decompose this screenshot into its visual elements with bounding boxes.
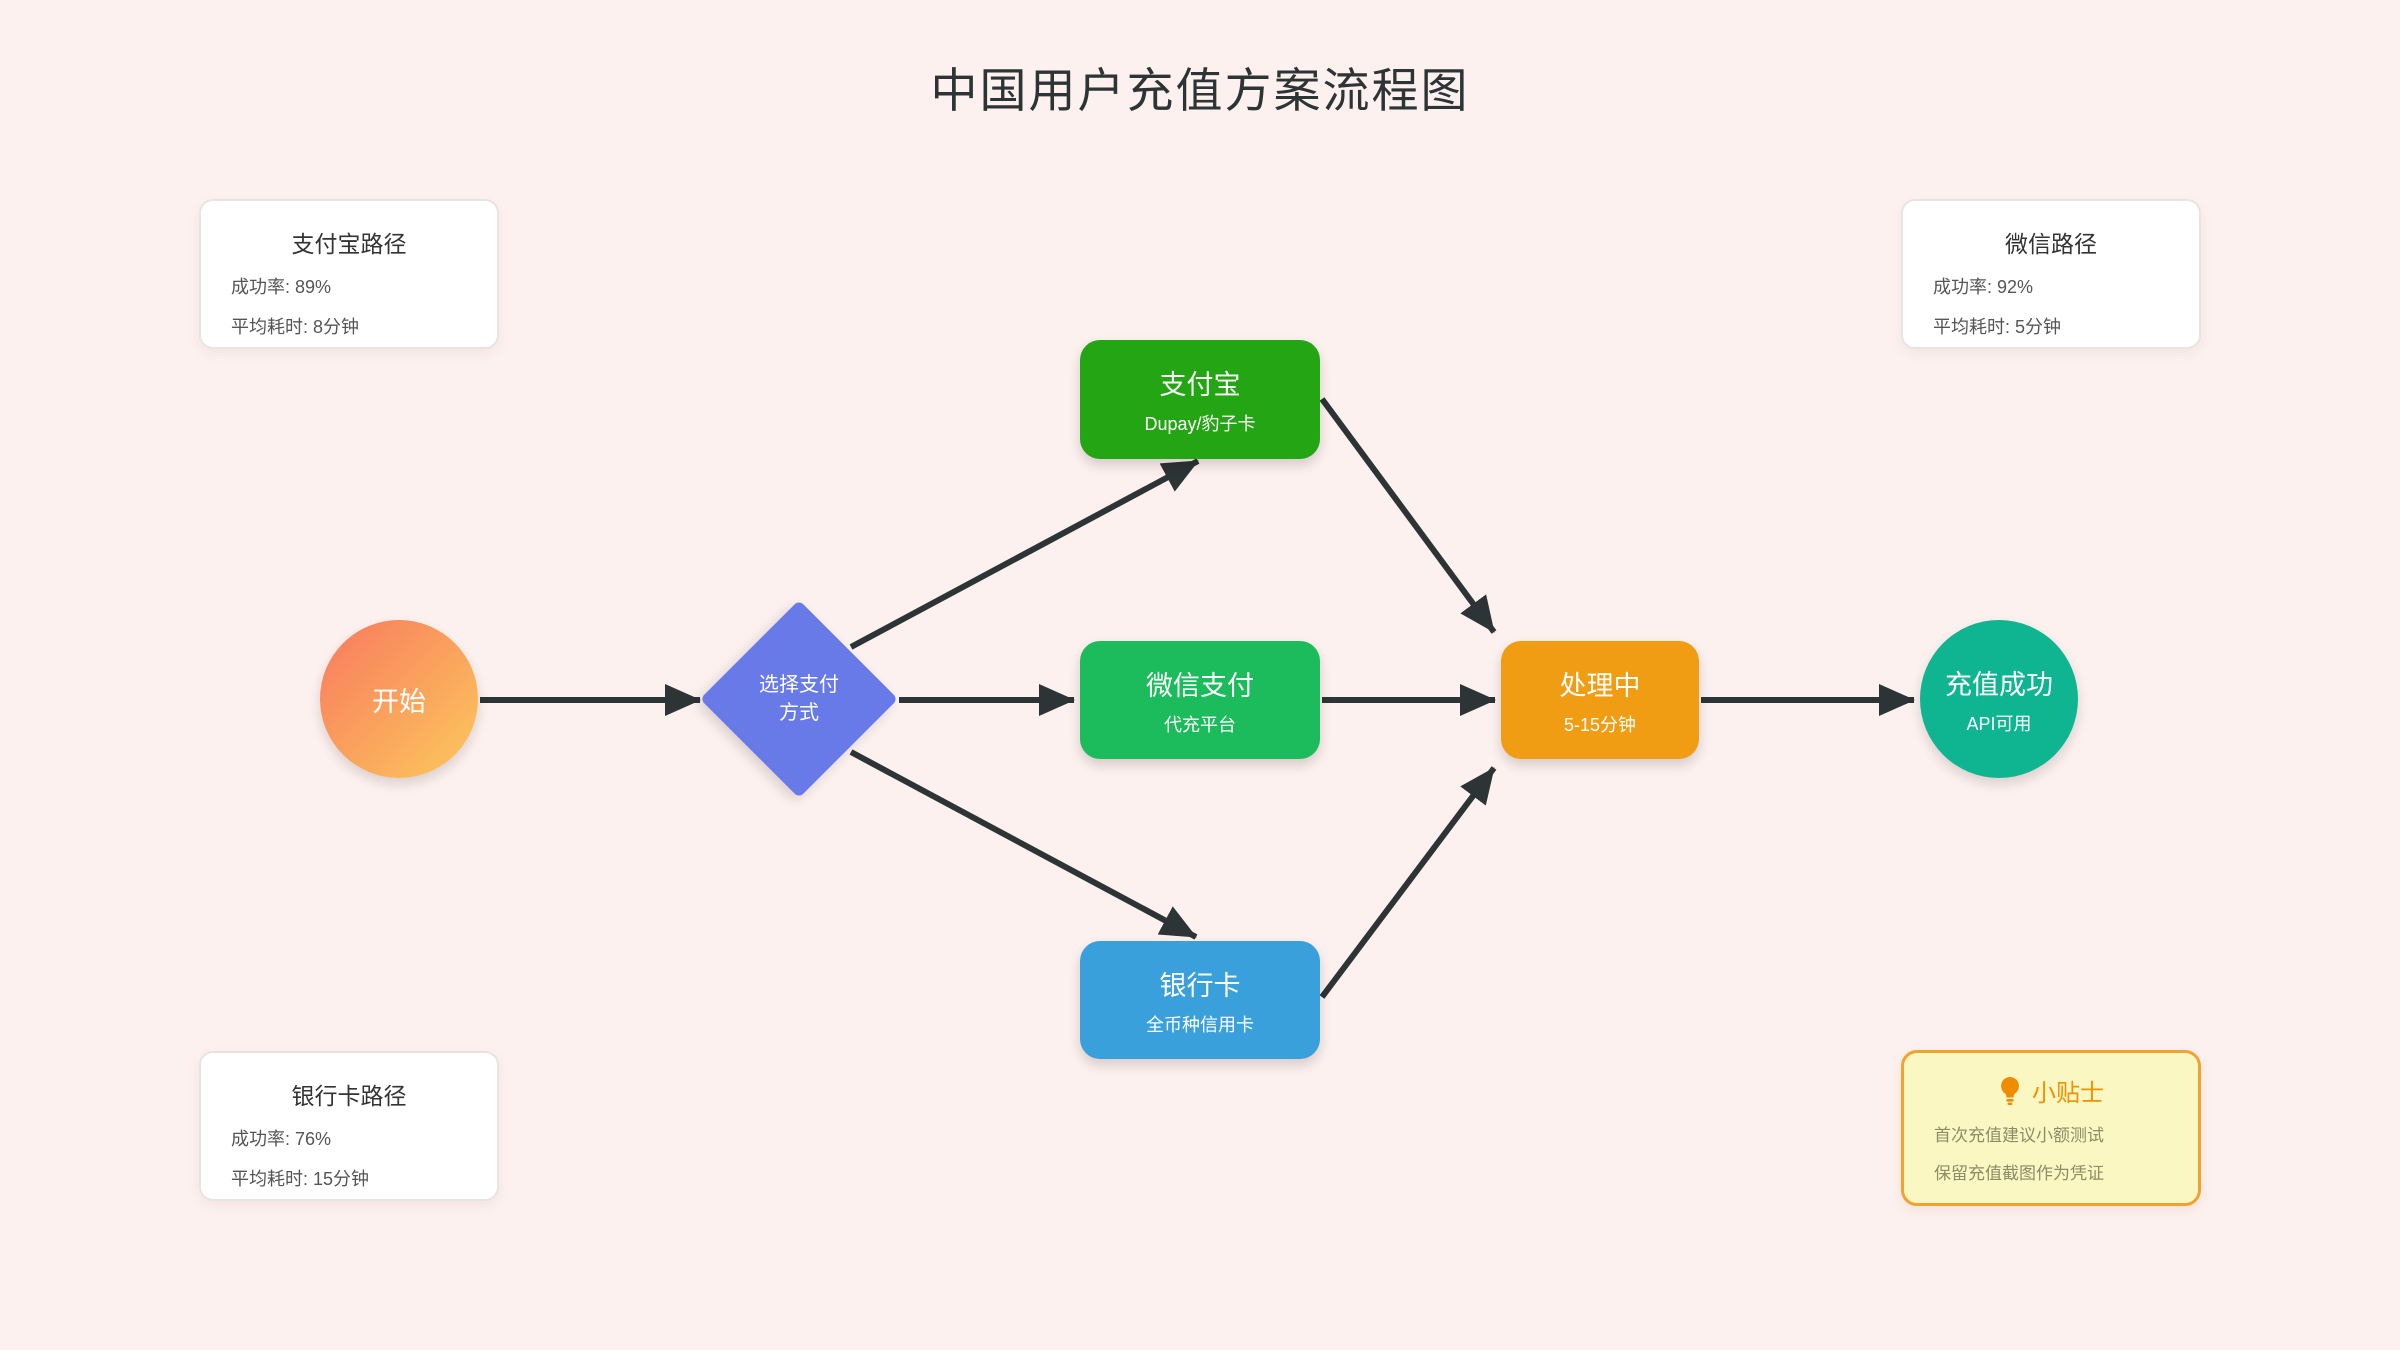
node-label: 开始: [372, 686, 426, 717]
avg-time-text: 平均耗时: 15分钟: [231, 1169, 370, 1189]
edge-bank-to-processing: [1319, 766, 1497, 999]
tips-card: 小贴士 首次充值建议小额测试 保留充值截图作为凭证: [1901, 1050, 2201, 1206]
info-card-title: 银行卡路径: [291, 1083, 407, 1109]
node-start: 开始: [320, 620, 478, 778]
node-title: 银行卡: [1159, 970, 1241, 1001]
node-wechat: 微信支付 代充平台: [1080, 641, 1320, 759]
node-bank: 银行卡 全币种信用卡: [1080, 941, 1320, 1059]
info-card-title: 支付宝路径: [291, 231, 407, 257]
success-rate-text: 成功率: 89%: [231, 277, 332, 297]
edge-decision-to-bank: [849, 749, 1198, 940]
page-title: 中国用户充值方案流程图: [930, 64, 1470, 117]
node-subtitle: 代充平台: [1164, 714, 1236, 735]
node-title: 微信支付: [1146, 670, 1254, 701]
node-label-line2: 方式: [779, 702, 819, 724]
node-title: 处理中: [1559, 670, 1641, 701]
node-decision: 选择支付 方式: [700, 600, 898, 798]
edge-alipay-to-processing: [1319, 397, 1497, 634]
avg-time-text: 平均耗时: 5分钟: [1933, 317, 2062, 337]
node-processing: 处理中 5-15分钟: [1501, 641, 1699, 759]
info-card-title: 微信路径: [2005, 231, 2097, 257]
node-success: 充值成功 API可用: [1920, 620, 2078, 778]
info-card-wechat: 微信路径 成功率: 92% 平均耗时: 5分钟: [1901, 199, 2201, 349]
node-subtitle: API可用: [1966, 713, 2032, 734]
info-card-bank: 银行卡路径 成功率: 76% 平均耗时: 15分钟: [199, 1051, 499, 1201]
node-alipay: 支付宝 Dupay/豹子卡: [1080, 340, 1320, 459]
tips-line: 保留充值截图作为凭证: [1934, 1164, 2104, 1183]
node-title: 支付宝: [1159, 370, 1241, 400]
success-rate-text: 成功率: 76%: [231, 1129, 332, 1149]
node-title: 充值成功: [1945, 669, 2053, 700]
tips-title: 小贴士: [2032, 1080, 2104, 1107]
node-label: 选择支付 方式: [729, 629, 869, 769]
info-card-alipay: 支付宝路径 成功率: 89% 平均耗时: 8分钟: [199, 199, 499, 349]
avg-time-text: 平均耗时: 8分钟: [231, 317, 360, 337]
node-subtitle: Dupay/豹子卡: [1144, 414, 1256, 434]
success-rate-text: 成功率: 92%: [1933, 277, 2034, 297]
tips-card-header: 小贴士: [1904, 1073, 2198, 1108]
node-subtitle: 5-15分钟: [1563, 714, 1637, 735]
edge-decision-to-alipay: [849, 458, 1200, 650]
tips-line: 首次充值建议小额测试: [1934, 1126, 2104, 1145]
node-subtitle: 全币种信用卡: [1146, 1014, 1254, 1035]
lightbulb-icon: [2001, 1076, 2019, 1105]
node-label-line1: 选择支付: [759, 674, 839, 696]
